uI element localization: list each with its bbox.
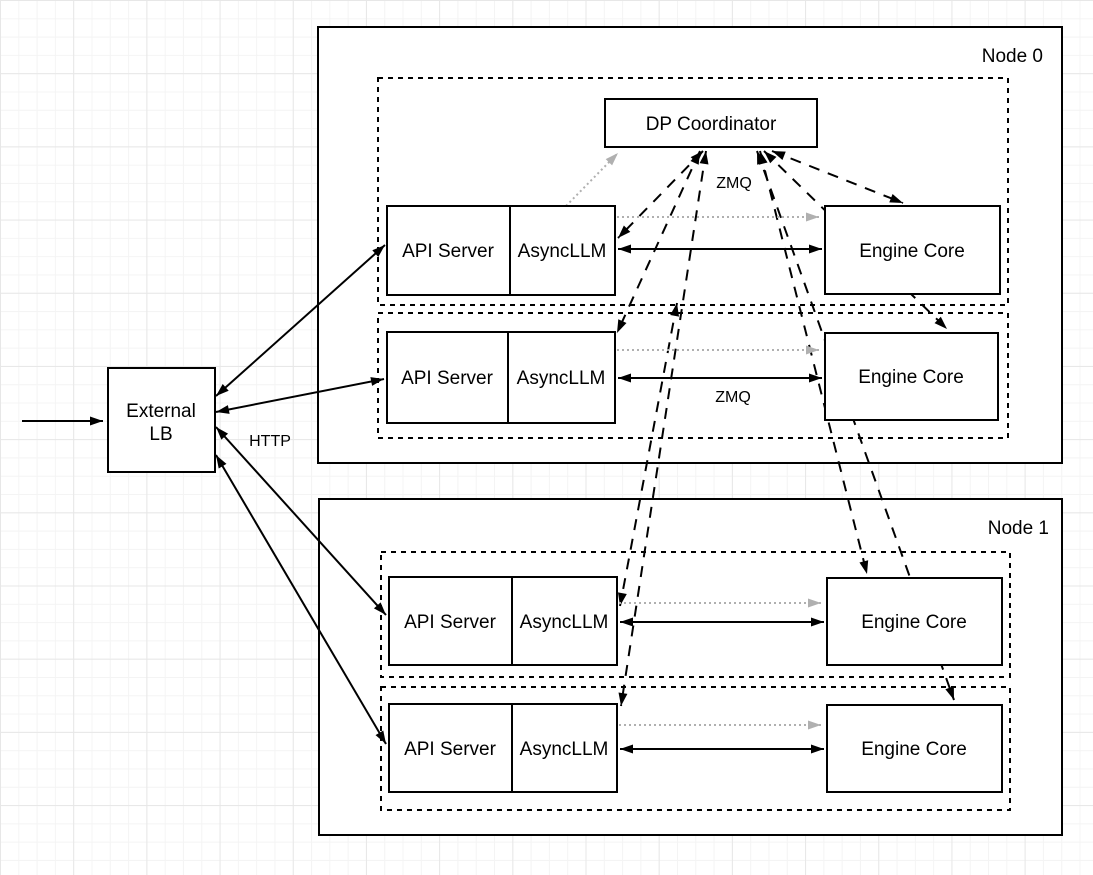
edge-dotted-async-dp	[565, 152, 619, 207]
external-lb-box	[107, 367, 216, 473]
engine-core-label-n0r1: Engine Core	[858, 367, 964, 388]
http-label: HTTP	[249, 433, 291, 450]
zmq-label-engine: ZMQ	[715, 389, 751, 406]
api-async-box-n0r0	[386, 205, 616, 296]
node0-label: Node 0	[982, 46, 1043, 67]
edge-lb-api-n0r0	[215, 244, 386, 397]
edge-lb-api-n0r1	[215, 377, 385, 414]
asyncllm-label-n1r0: AsyncLLM	[520, 612, 609, 633]
engine-core-label-n0r0: Engine Core	[859, 241, 965, 262]
engine-core-label-n1r0: Engine Core	[861, 612, 967, 633]
engine-core-box-n0r0	[824, 205, 1001, 295]
api-async-box-n1r0	[388, 576, 618, 666]
engine-core-box-n1r0	[826, 577, 1003, 666]
external-lb-label-line1: External	[126, 401, 196, 422]
asyncllm-label-n0r0: AsyncLLM	[518, 241, 607, 262]
asyncllm-label-n0r1: AsyncLLM	[517, 368, 606, 389]
engine-core-box-n0r1	[824, 332, 999, 421]
edge-dp-async-n1r1	[618, 150, 709, 707]
api-server-label-n0r0: API Server	[402, 241, 495, 262]
api-server-label-n1r0: API Server	[404, 612, 497, 633]
engine-core-label-n1r1: Engine Core	[861, 739, 967, 760]
asyncllm-label-n1r1: AsyncLLM	[520, 739, 609, 760]
api-async-box-n1r1	[388, 703, 618, 793]
api-async-box-n0r1	[386, 331, 616, 424]
zmq-label-coordinator: ZMQ	[716, 175, 752, 192]
engine-core-box-n1r1	[826, 704, 1003, 793]
api-server-label-n0r1: API Server	[401, 368, 494, 389]
node1-label: Node 1	[988, 518, 1049, 539]
dp-coordinator-box	[604, 98, 818, 148]
edge-lb-api-n1r1	[215, 454, 387, 745]
edges	[22, 150, 955, 754]
dp-coordinator-label: DP Coordinator	[646, 114, 777, 135]
api-server-label-n1r1: API Server	[404, 739, 497, 760]
external-lb-label-line2: LB	[149, 424, 172, 445]
